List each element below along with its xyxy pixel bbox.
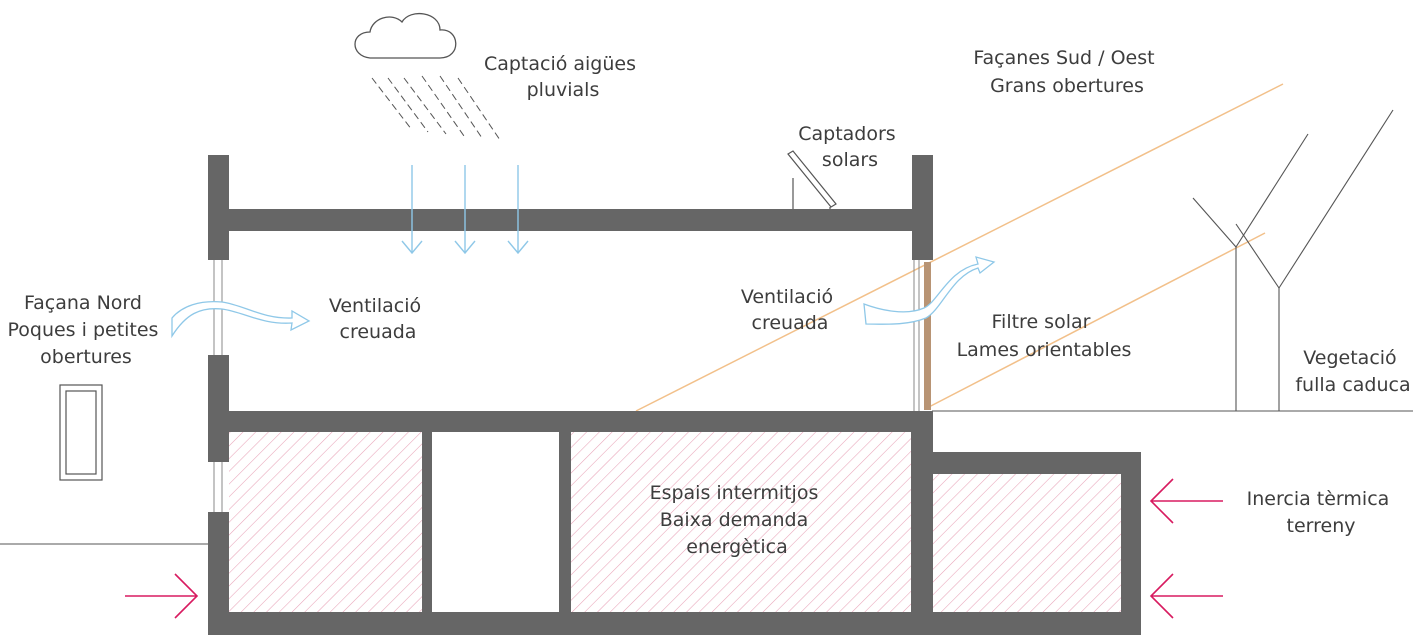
north-facade-label-3: obertures	[40, 346, 132, 368]
solar-collector-label-1: Captadors	[798, 123, 895, 145]
sun-ray-upper	[635, 83, 1284, 412]
south-facade-label-2: Grans obertures	[990, 75, 1144, 97]
solar-louvers	[924, 262, 931, 410]
vegetation-label: Vegetació fulla caduca	[1295, 347, 1410, 396]
hatched-space-3	[933, 474, 1121, 612]
pressure-arrow-icon	[125, 478, 1223, 619]
intermediate-spaces-label: Espais intermitjos Baixa demanda energèt…	[650, 482, 825, 558]
north-door	[59, 384, 103, 481]
thermal-inertia-label: Inercia tèrmica terreny	[1247, 488, 1396, 537]
south-facade-label: Façanes Sud / Oest Grans obertures	[973, 47, 1160, 97]
thermal-inertia-label-2: terreny	[1287, 515, 1356, 537]
solar-filter-label: Filtre solar Lames orientables	[957, 311, 1132, 361]
sun-ray-lower	[924, 232, 1266, 410]
north-facade-label-1: Façana Nord	[24, 292, 142, 314]
solar-filter-label-1: Filtre solar	[992, 311, 1091, 333]
intermediate-spaces-label-3: energètica	[686, 536, 787, 558]
wind-arrow-icon-left	[171, 300, 311, 339]
vegetation-label-1: Vegetació	[1303, 347, 1396, 369]
rain-label-1: Captació aigües	[484, 53, 636, 75]
tree-icon-1	[1192, 133, 1309, 411]
tree-icon-2	[1235, 109, 1394, 411]
intermediate-spaces-label-1: Espais intermitjos	[650, 482, 819, 504]
ventilation-label-left-1: Ventilació	[329, 295, 421, 317]
ventilation-label-right-2: creuada	[752, 312, 829, 334]
north-window-lower	[213, 462, 223, 512]
solar-collector-label-2: solars	[822, 149, 878, 171]
hatched-space-1	[229, 432, 422, 612]
north-facade-label: Façana Nord Poques i petites obertures	[7, 292, 164, 368]
thermal-inertia-label-1: Inercia tèrmica	[1247, 488, 1390, 510]
vegetation-label-2: fulla caduca	[1295, 374, 1410, 396]
ventilation-label-right: Ventilació creuada	[741, 286, 839, 334]
ventilation-label-left-2: creuada	[340, 321, 417, 343]
rain-label-2: pluvials	[527, 79, 600, 101]
cloud-icon	[354, 12, 457, 59]
north-facade-label-2: Poques i petites	[7, 319, 158, 341]
water-arrow-icon	[401, 165, 529, 255]
south-facade-label-1: Façanes Sud / Oest	[973, 47, 1154, 69]
rain-icon	[371, 75, 501, 141]
solar-collector-label: Captadors solars	[798, 123, 902, 171]
ventilation-label-right-1: Ventilació	[741, 286, 833, 308]
hatched-space-2	[571, 432, 911, 612]
south-window	[913, 260, 920, 411]
solar-filter-label-2: Lames orientables	[957, 339, 1132, 361]
solar-panel-icon	[787, 150, 837, 209]
intermediate-spaces-label-2: Baixa demanda	[660, 509, 809, 531]
wind-arrow-icon-right	[863, 256, 996, 325]
building-section	[208, 155, 1141, 635]
rain-label: Captació aigües pluvials	[484, 53, 642, 101]
ventilation-label-left: Ventilació creuada	[329, 295, 427, 343]
